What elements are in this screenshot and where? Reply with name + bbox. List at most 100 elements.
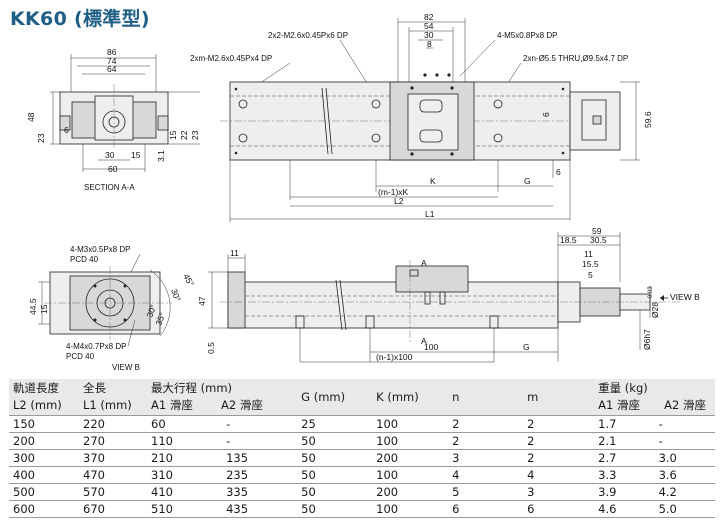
callout-2xm-m2-6: 2xm-M2.6x0.45Px4 DP xyxy=(190,54,272,63)
dim-35deg: 35° xyxy=(153,311,167,327)
page-title: KK60 (標準型) xyxy=(10,8,150,30)
header-weight-a1: A1 滑座 xyxy=(598,398,640,412)
dim-30deg-b: 30° xyxy=(144,303,158,319)
table-cell: 2.1 xyxy=(594,432,655,450)
table-cell: 3 xyxy=(523,483,595,501)
table-cell: 600 xyxy=(9,500,79,518)
table-cell: 2 xyxy=(523,432,595,450)
dim-8: 8 xyxy=(427,39,432,49)
view-b-label-end: VIEW B xyxy=(112,363,140,372)
dim-45deg: 45° xyxy=(181,272,196,288)
dim-g-side: G xyxy=(523,342,530,352)
technical-drawing: 86 74 64 48 23 6 30 15 60 3.1 15 22 23 S… xyxy=(26,12,700,372)
callout-pcd-40-bottom: PCD 40 xyxy=(66,352,95,361)
table-cell: 310 xyxy=(147,466,223,484)
dim-0-5: 0.5 xyxy=(206,342,216,354)
dim-86: 86 xyxy=(107,47,117,57)
table-cell: 5.0 xyxy=(654,500,715,518)
dim-g-top: G xyxy=(524,176,531,186)
dim-30deg-a: 30° xyxy=(169,287,183,303)
dim-44-5: 44.5 xyxy=(28,298,38,315)
header-stroke-a1: A1 滑座 xyxy=(151,398,193,412)
dim-6-bottom: 6 xyxy=(556,167,561,177)
table-cell: 220 xyxy=(79,415,147,433)
table-cell: - xyxy=(222,415,298,433)
motor-view: 59 18.5 30.5 11 15.5 5 VIEW B Ø28 -0.03 … xyxy=(557,226,700,350)
table-cell: 50 xyxy=(297,432,373,450)
table-cell: 25 xyxy=(297,415,373,433)
callout-4-m3: 4-M3x0.5Px8 DP xyxy=(70,245,130,254)
table-cell: 400 xyxy=(9,466,79,484)
dim-l2: L2 xyxy=(394,196,404,206)
table-cell: 200 xyxy=(372,483,449,501)
dim-82: 82 xyxy=(424,12,434,22)
dim-o28: Ø28 xyxy=(650,302,660,318)
callout-2xn-5-5: 2xn-Ø5.5 THRU,Ø9.5x4.7 DP xyxy=(523,54,628,63)
table-cell: 2.7 xyxy=(594,449,655,467)
section-a-a-label: SECTION A-A xyxy=(84,183,135,192)
section-marker-a-bottom: A xyxy=(421,336,427,346)
table-cell: 3.3 xyxy=(594,466,655,484)
dim-11-motor: 11 xyxy=(584,249,593,259)
table-cell: 500 xyxy=(9,483,79,501)
dim-18-5: 18.5 xyxy=(560,235,577,245)
table-cell: 50 xyxy=(297,483,373,501)
callout-4-m4: 4-M4x0.7Px8 DP xyxy=(66,342,126,351)
header-g: G (mm) xyxy=(297,379,373,416)
header-l2: 軌道長度 L2 (mm) xyxy=(9,379,79,416)
header-l1: 全長 L1 (mm) xyxy=(79,379,147,416)
dim-m-1-k: (m-1)xK xyxy=(378,187,409,197)
table-cell: 4 xyxy=(523,466,595,484)
table-cell: 235 xyxy=(222,466,298,484)
table-cell: 3 xyxy=(448,449,524,467)
table-cell: 50 xyxy=(297,466,373,484)
table-cell: 4 xyxy=(448,466,524,484)
header-weight-a2: A2 滑座 xyxy=(664,398,706,412)
table-cell: 5 xyxy=(448,483,524,501)
header-m: m xyxy=(523,379,595,416)
table-cell: 2 xyxy=(523,415,595,433)
table-cell: - xyxy=(654,432,715,450)
table-cell: 200 xyxy=(9,432,79,450)
table-cell: 3.6 xyxy=(654,466,715,484)
dim-23-right: 23 xyxy=(190,130,200,140)
dim-tolerance: -0.03 xyxy=(648,286,654,300)
table-cell: 100 xyxy=(372,466,449,484)
dim-l1: L1 xyxy=(425,209,435,219)
header-k: K (mm) xyxy=(372,379,449,416)
dim-47: 47 xyxy=(197,296,207,306)
callout-2x2-m2-6: 2x2-M2.6x0.45Px6 DP xyxy=(268,31,348,40)
dim-59-6: 59.6 xyxy=(643,111,653,128)
section-view: 86 74 64 48 23 6 30 15 60 3.1 15 22 23 S… xyxy=(26,47,200,192)
table-cell: 3.0 xyxy=(654,449,715,467)
table-cell: 6 xyxy=(448,500,524,518)
dim-64: 64 xyxy=(107,64,117,74)
table-cell: 100 xyxy=(372,415,449,433)
dim-54: 54 xyxy=(424,21,434,31)
dim-15-section: 15 xyxy=(131,150,141,160)
table-cell: 370 xyxy=(79,449,147,467)
dim-23-left: 23 xyxy=(36,133,46,143)
dim-15-5: 15.5 xyxy=(582,259,599,269)
dim-11-side: 11 xyxy=(230,248,239,258)
dim-6-left: 6 xyxy=(64,125,69,135)
table-cell: 6 xyxy=(523,500,595,518)
dim-o6h7: Ø6h7 xyxy=(642,329,652,350)
table-cell: 270 xyxy=(79,432,147,450)
table-cell: 210 xyxy=(147,449,223,467)
view-b-label-motor: VIEW B xyxy=(670,292,700,302)
table-cell: 410 xyxy=(147,483,223,501)
table-cell: - xyxy=(222,432,298,450)
table-cell: 4.6 xyxy=(594,500,655,518)
dim-100: 100 xyxy=(424,342,438,352)
dim-n-1-x100: (n-1)x100 xyxy=(376,352,413,362)
dim-k: K xyxy=(430,176,436,186)
table-cell: 50 xyxy=(297,500,373,518)
table-cell: 435 xyxy=(222,500,298,518)
dim-15-right: 15 xyxy=(168,130,178,140)
table-cell: 200 xyxy=(372,449,449,467)
